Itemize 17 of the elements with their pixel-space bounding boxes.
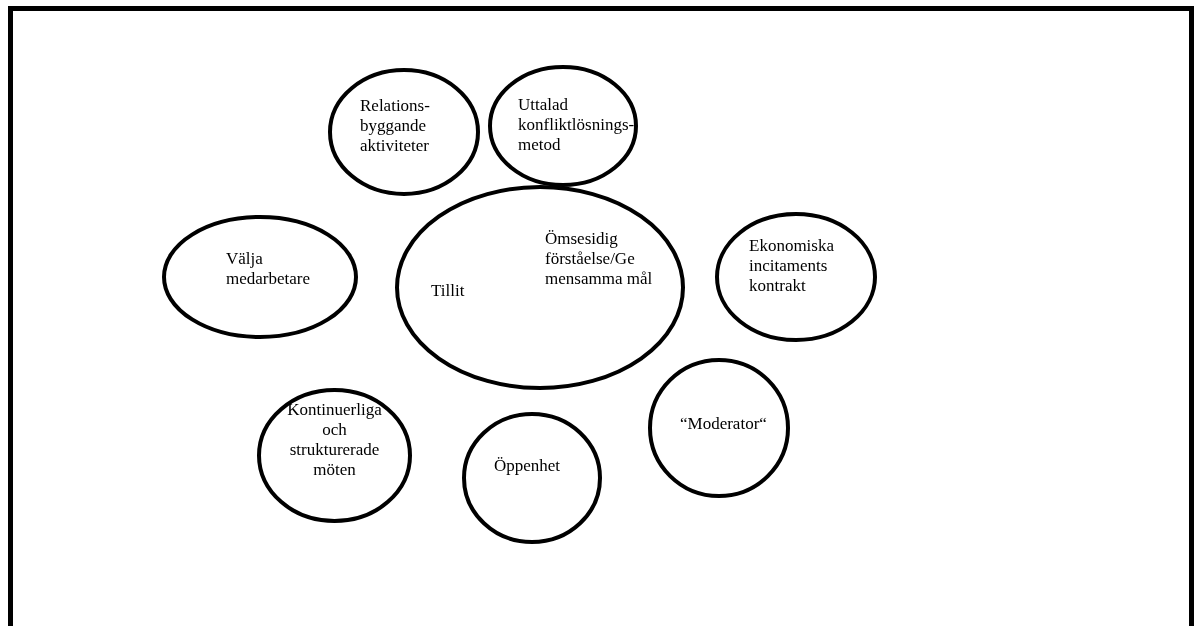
node-text: Kontinuerliga och strukturerade möten [286, 400, 383, 480]
node-text: Välja medarbetare [226, 249, 311, 289]
node-text: Ömsesidig förståelse/Ge mensamma mål [545, 229, 654, 289]
node-text: Uttalad konfliktlösnings- metod [518, 95, 636, 155]
ellipse-node [162, 215, 358, 339]
node-text: “Moderator“ [680, 414, 768, 434]
ellipse-node [648, 358, 790, 498]
ellipse-node [257, 388, 412, 523]
ellipse-node [488, 65, 638, 187]
node-text: Öppenhet [494, 456, 562, 476]
node-text: Relations- byggande aktiviteter [360, 96, 431, 156]
ellipse-node [395, 185, 685, 390]
ellipse-node [715, 212, 877, 342]
ellipse-node [328, 68, 480, 196]
node-text: Ekonomiska incitaments kontrakt [749, 236, 835, 296]
ellipse-node [462, 412, 602, 544]
node-text: Tillit [431, 281, 466, 301]
